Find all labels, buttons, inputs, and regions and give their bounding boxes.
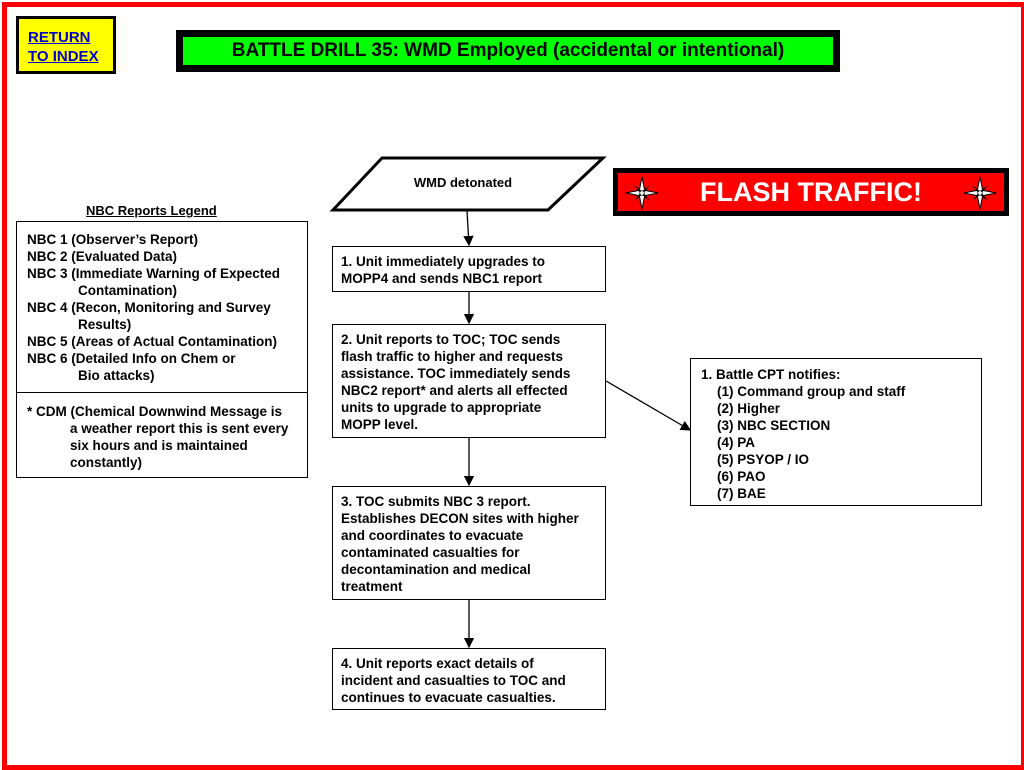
notifies-item: (7) BAE [717, 486, 766, 501]
step-text: flash traffic to higher and requests [341, 349, 564, 364]
arrow-step2-to-notifies [605, 380, 692, 431]
step-text: decontamination and medical [341, 562, 531, 577]
legend-title: NBC Reports Legend [86, 203, 217, 218]
step-text: MOPP level. [341, 417, 419, 432]
battle-cpt-notifies: 1. Battle CPT notifies: (1) Command grou… [690, 358, 982, 506]
legend-item: NBC 5 (Areas of Actual Contamination) [27, 334, 278, 349]
legend-note-text: * CDM (Chemical Downwind Message is [27, 404, 283, 419]
return-label-line2: TO INDEX [28, 48, 99, 65]
flash-traffic-banner: FLASH TRAFFIC! [613, 168, 1009, 216]
step-text: incident and casualties to TOC and [341, 673, 566, 688]
return-to-index-button[interactable]: RETURN TO INDEX [16, 16, 116, 74]
compass-star-icon [963, 176, 997, 210]
legend-item: NBC 1 (Observer’s Report) [27, 232, 199, 247]
legend-note-text: a weather report this is sent every [70, 421, 289, 436]
legend-item-cont: Results) [78, 317, 132, 332]
step-text: treatment [341, 579, 403, 594]
flow-step-2: 2. Unit reports to TOC; TOC sends flash … [332, 324, 606, 438]
legend-item-cont: Contamination) [78, 283, 177, 298]
step-text: contaminated casualties for [341, 545, 520, 560]
compass-star-icon [625, 176, 659, 210]
legend-note-text: constantly) [70, 455, 143, 470]
notifies-item: (2) Higher [717, 401, 781, 416]
step-text: Establishes DECON sites with higher [341, 511, 579, 526]
legend-note: * CDM (Chemical Downwind Message is a we… [27, 403, 288, 471]
wmd-detonated-shape [329, 156, 607, 212]
step-text: NBC2 report* and alerts all effected [341, 383, 568, 398]
step-text: and coordinates to evacuate [341, 528, 524, 543]
flow-step-3: 3. TOC submits NBC 3 report. Establishes… [332, 486, 606, 600]
arrow-start-to-step1 [463, 210, 474, 247]
step-text: MOPP4 and sends NBC1 report [341, 271, 543, 286]
step-text: units to upgrade to appropriate [341, 400, 542, 415]
return-label-line1: RETURN [28, 29, 91, 46]
notifies-item: (1) Command group and staff [717, 384, 906, 399]
step-text: assistance. TOC immediately sends [341, 366, 571, 381]
notifies-item: (4) PA [717, 435, 756, 450]
step-text: continues to evacuate casualties. [341, 690, 556, 705]
wmd-detonated-label: WMD detonated [413, 175, 513, 190]
step-text: 2. Unit reports to TOC; TOC sends [341, 332, 561, 347]
legend-item: NBC 3 (Immediate Warning of Expected [27, 266, 281, 281]
step-text: 3. TOC submits NBC 3 report. [341, 494, 531, 509]
flow-step-1: 1. Unit immediately upgrades to MOPP4 an… [332, 246, 606, 292]
notifies-item: (6) PAO [717, 469, 766, 484]
notifies-item: (3) NBC SECTION [717, 418, 831, 433]
title-bar: BATTLE DRILL 35: WMD Employed (accidenta… [176, 30, 840, 72]
legend-divider [17, 392, 307, 393]
legend-item: NBC 2 (Evaluated Data) [27, 249, 178, 264]
step-text: 1. Unit immediately upgrades to [341, 254, 546, 269]
step-text: 4. Unit reports exact details of [341, 656, 534, 671]
legend-note-text: six hours and is maintained [70, 438, 248, 453]
legend-item: NBC 4 (Recon, Monitoring and Survey [27, 300, 271, 315]
flow-step-4: 4. Unit reports exact details of inciden… [332, 648, 606, 710]
legend-item-cont: Bio attacks) [78, 368, 155, 383]
legend-item: NBC 6 (Detailed Info on Chem or [27, 351, 236, 366]
notifies-title: 1. Battle CPT notifies: [701, 367, 841, 382]
flash-traffic-text: FLASH TRAFFIC! [700, 177, 922, 207]
notifies-item: (5) PSYOP / IO [717, 452, 810, 467]
nbc-reports-legend: NBC 1 (Observer’s Report) NBC 2 (Evaluat… [16, 221, 308, 478]
page-title: BATTLE DRILL 35: WMD Employed (accidenta… [183, 37, 833, 65]
